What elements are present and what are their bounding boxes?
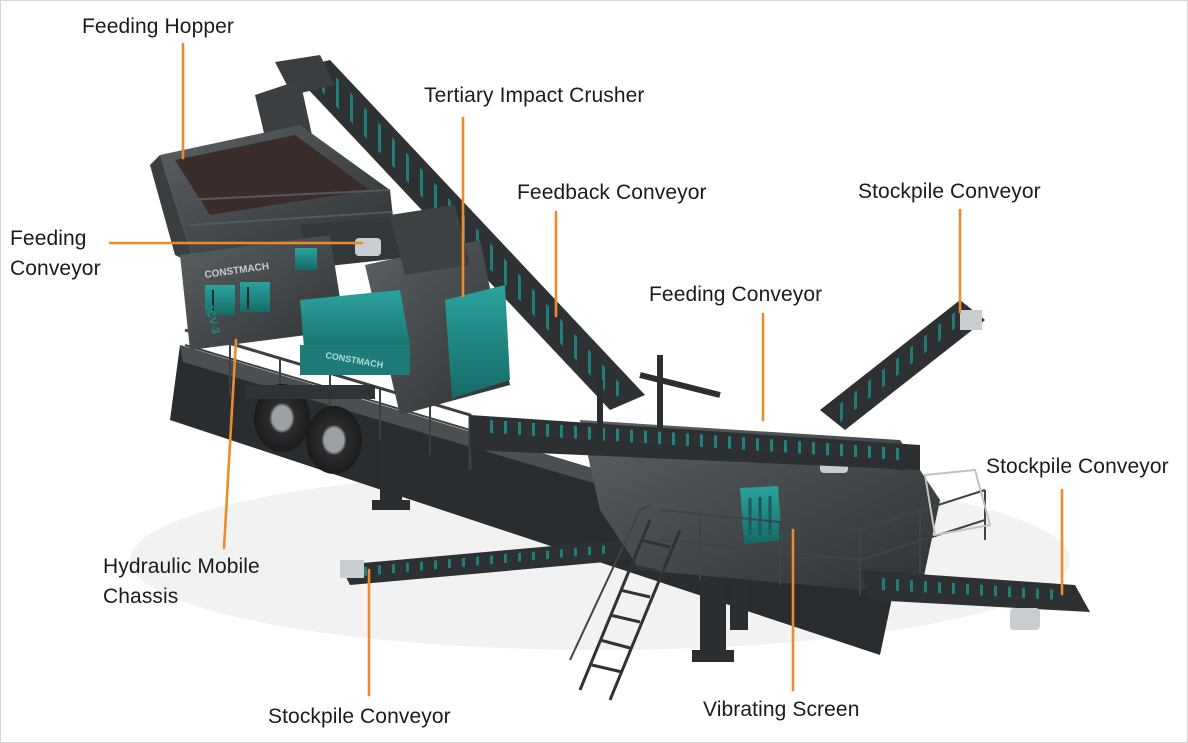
access-stairs: [569, 504, 682, 701]
stockpile-conveyor-bottom-shape: [340, 540, 628, 585]
label-hydraulic-chassis: Hydraulic Mobile Chassis: [103, 552, 260, 612]
label-tertiary-impact-crusher-text: Tertiary Impact Crusher: [424, 84, 645, 107]
label-feeding-conveyor-left: Feeding Conveyor: [10, 224, 101, 284]
label-stockpile-conveyor-right-text: Stockpile Conveyor: [986, 455, 1169, 478]
stockpile-conveyor-right-shape: [860, 570, 1090, 630]
label-feeding-conveyor-right-text: Feeding Conveyor: [649, 283, 823, 306]
feeding-conveyor-right-shape: [470, 355, 920, 470]
label-vibrating-screen-text: Vibrating Screen: [703, 698, 860, 721]
label-stockpile-conveyor-right: Stockpile Conveyor: [986, 452, 1169, 482]
label-feedback-conveyor-text: Feedback Conveyor: [517, 181, 707, 204]
label-feeding-hopper: Feeding Hopper: [82, 12, 234, 42]
label-tertiary-impact-crusher: Tertiary Impact Crusher: [424, 81, 645, 111]
label-feeding-conveyor-right: Feeding Conveyor: [649, 280, 822, 310]
label-stockpile-conveyor-bottom-text: Stockpile Conveyor: [268, 705, 451, 728]
label-stockpile-conveyor-bottom: Stockpile Conveyor: [268, 702, 451, 732]
label-feedback-conveyor: Feedback Conveyor: [517, 178, 707, 208]
label-feeding-conveyor-left-line1: Feeding: [10, 227, 87, 250]
label-feeding-hopper-text: Feeding Hopper: [82, 15, 234, 38]
chassis-wheels: [245, 384, 375, 474]
label-vibrating-screen: Vibrating Screen: [703, 695, 859, 725]
label-feeding-conveyor-left-line2: Conveyor: [10, 257, 101, 280]
label-hydraulic-chassis-line1: Hydraulic Mobile: [103, 555, 260, 578]
tertiary-impact-crusher-shape: [300, 205, 510, 415]
leader-hydraulic-chassis: [222, 338, 238, 550]
label-stockpile-conveyor-top: Stockpile Conveyor: [858, 177, 1041, 207]
label-hydraulic-chassis-line2: Chassis: [103, 585, 179, 608]
stockpile-conveyor-top-shape: [820, 300, 985, 430]
label-stockpile-conveyor-top-text: Stockpile Conveyor: [858, 180, 1041, 203]
